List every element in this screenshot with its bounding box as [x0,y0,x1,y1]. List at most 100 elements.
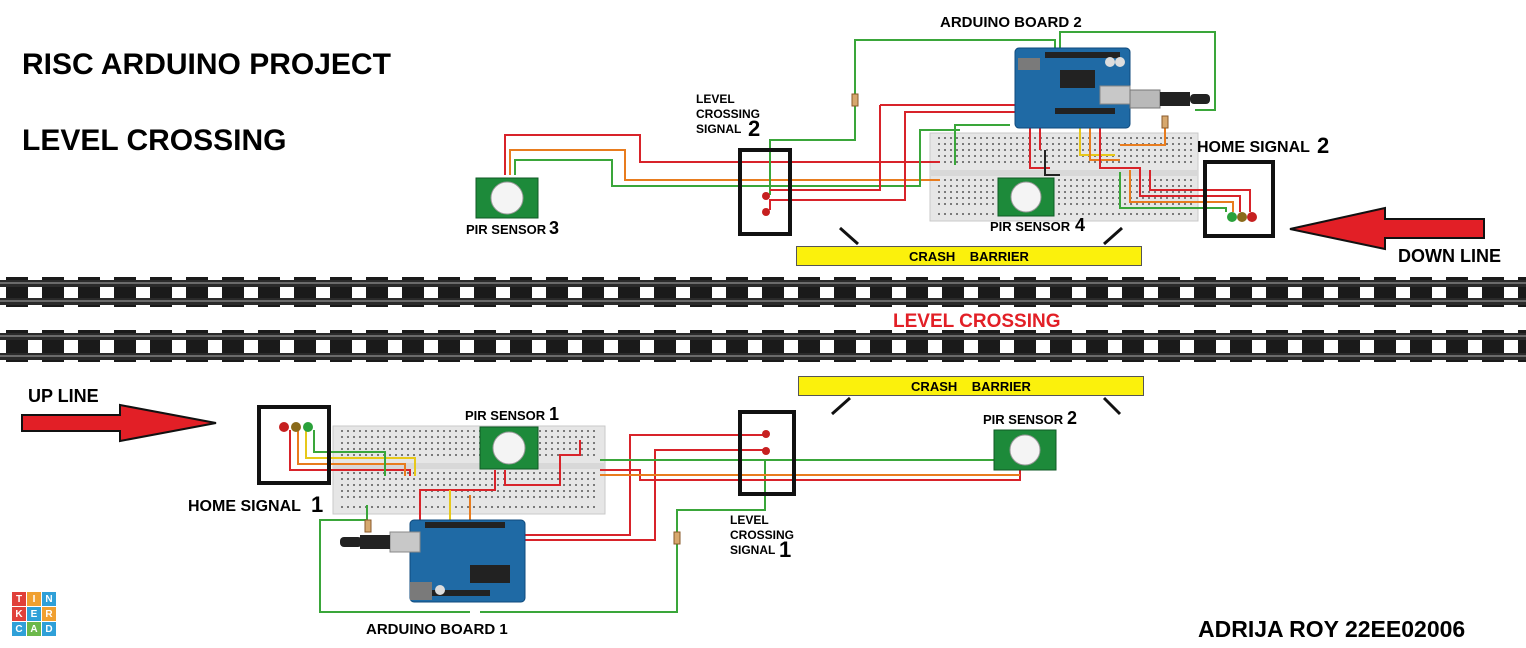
breadboard-hole [569,448,571,450]
breadboard-hole [1010,137,1012,139]
breadboard-hole [1016,155,1018,157]
breadboard-hole [1154,213,1156,215]
breadboard-hole [1064,213,1066,215]
breadboard-hole [986,161,988,163]
breadboard-hole [1178,203,1180,205]
breadboard-hole [461,454,463,456]
breadboard-hole [1172,185,1174,187]
breadboard-hole [1082,149,1084,151]
breadboard-hole [455,436,457,438]
breadboard-hole [347,506,349,508]
breadboard-hole [1124,149,1126,151]
breadboard-hole [443,496,445,498]
breadboard-hole [956,203,958,205]
breadboard-hole [431,472,433,474]
breadboard-hole [986,137,988,139]
down-line-arrow [1289,206,1485,251]
breadboard-hole [527,490,529,492]
arduino-board-1-label: ARDUINO BOARD 1 [366,621,508,638]
breadboard-hole [1178,149,1180,151]
breadboard-hole [1166,155,1168,157]
breadboard-hole [1058,149,1060,151]
pir-sensor-2-label: PIR SENSOR [983,412,1064,427]
breadboard-hole [974,203,976,205]
breadboard-hole [950,191,952,193]
up-line-arrow [21,403,217,443]
breadboard-hole [1172,213,1174,215]
breadboard-hole [956,191,958,193]
breadboard-hole [461,496,463,498]
breadboard-hole [1136,161,1138,163]
breadboard-hole [551,442,553,444]
breadboard-hole [1166,185,1168,187]
breadboard-hole [1166,137,1168,139]
breadboard-hole [575,490,577,492]
breadboard-hole [968,137,970,139]
breadboard-hole [389,448,391,450]
breadboard-hole [497,506,499,508]
breadboard-hole [461,448,463,450]
breadboard-hole [1100,213,1102,215]
home-signal-1-label: HOME SIGNAL [188,498,301,515]
breadboard-hole [593,442,595,444]
breadboard-hole [1124,197,1126,199]
breadboard-hole [968,191,970,193]
breadboard-hole [1100,185,1102,187]
breadboard-hole [455,484,457,486]
breadboard-hole [383,490,385,492]
breadboard-hole [359,496,361,498]
breadboard-hole [437,454,439,456]
breadboard-hole [1142,149,1144,151]
breadboard-hole [467,436,469,438]
breadboard-hole [587,436,589,438]
breadboard-hole [593,472,595,474]
breadboard-hole [419,448,421,450]
breadboard-hole [467,472,469,474]
breadboard-hole [1136,197,1138,199]
breadboard-hole [527,506,529,508]
breadboard-hole [1136,213,1138,215]
breadboard-hole [359,506,361,508]
breadboard-hole [1118,155,1120,157]
breadboard-hole [1016,137,1018,139]
breadboard-hole [1106,197,1108,199]
breadboard-hole [1184,149,1186,151]
breadboard-hole [1064,203,1066,205]
arduino-board-2 [1014,47,1210,129]
breadboard-hole [1070,191,1072,193]
breadboard-hole [1100,197,1102,199]
breadboard-hole [407,490,409,492]
breadboard-hole [1178,179,1180,181]
breadboard-hole [353,454,355,456]
breadboard-hole [437,506,439,508]
breadboard-hole [974,197,976,199]
breadboard-hole [401,478,403,480]
breadboard-hole [980,203,982,205]
breadboard-hole [467,448,469,450]
breadboard-hole [509,496,511,498]
breadboard-hole [1106,179,1108,181]
breadboard-hole [1166,179,1168,181]
breadboard-hole [437,478,439,480]
breadboard-hole [1130,203,1132,205]
breadboard-hole [419,442,421,444]
breadboard-hole [449,454,451,456]
breadboard-hole [1076,191,1078,193]
breadboard-hole [371,496,373,498]
breadboard-hole [1172,191,1174,193]
breadboard-hole [1034,149,1036,151]
breadboard-hole [593,484,595,486]
breadboard-hole [1142,197,1144,199]
breadboard-hole [347,430,349,432]
breadboard-hole [545,478,547,480]
breadboard-hole [1136,149,1138,151]
wires [289,31,1251,613]
breadboard-hole [1130,137,1132,139]
breadboard-hole [1148,197,1150,199]
breadboard-hole [1082,197,1084,199]
arduino-board-1 [340,519,526,603]
breadboard-hole [515,472,517,474]
breadboard-hole [347,448,349,450]
breadboard-hole [449,448,451,450]
breadboard-hole [401,496,403,498]
